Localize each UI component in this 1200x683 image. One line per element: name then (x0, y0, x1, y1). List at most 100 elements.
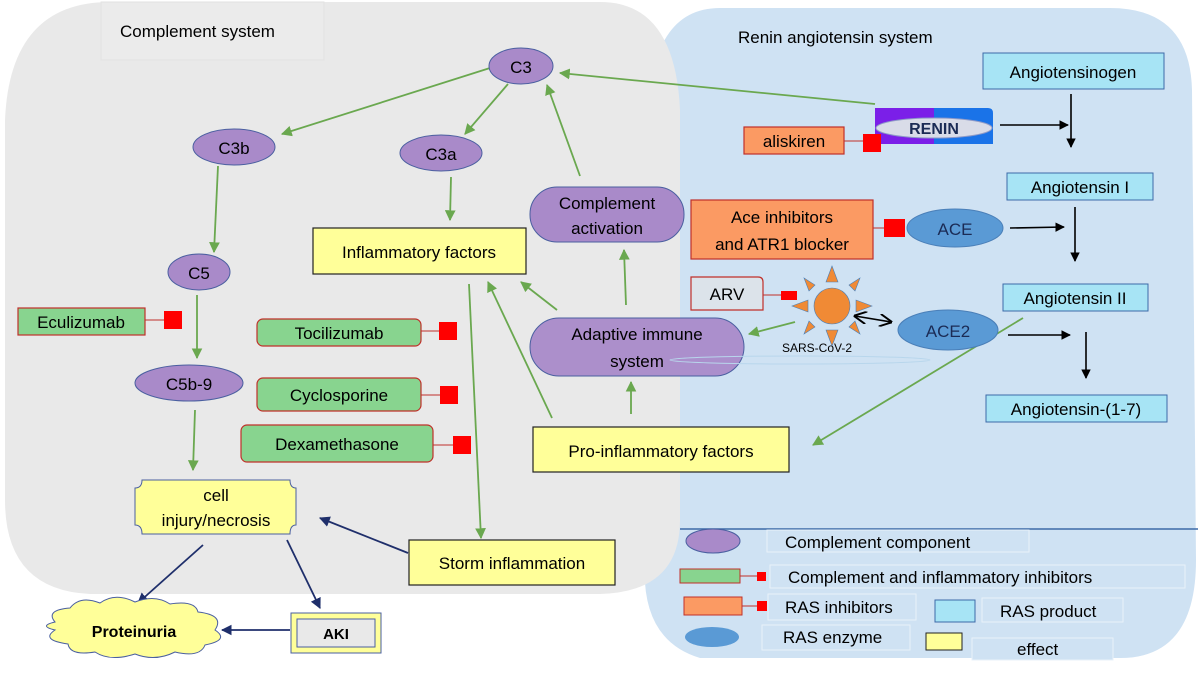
node-c3: C3 (488, 47, 554, 85)
svg-text:injury/necrosis: injury/necrosis (162, 511, 271, 530)
legend-swatch (685, 627, 739, 647)
svg-text:Ace inhibitors: Ace inhibitors (731, 208, 833, 227)
svg-text:C5: C5 (188, 264, 210, 283)
node-complement-activation: Complement activation (529, 186, 685, 243)
block-icon (884, 219, 905, 237)
svg-text:Angiotensin-(1-7): Angiotensin-(1-7) (1011, 400, 1141, 419)
effect-aki: AKI (290, 612, 382, 654)
svg-text:RAS inhibitors: RAS inhibitors (785, 598, 893, 617)
complement-title: Complement system (120, 22, 275, 41)
virus-shadow (669, 355, 931, 365)
arrow-virus-to-adaptive (747, 321, 796, 337)
svg-text:Angiotensinogen: Angiotensinogen (1010, 63, 1137, 82)
ras-angiotensin-i: Angiotensin I (1006, 172, 1154, 201)
arrow-activation-to-c3 (545, 83, 581, 177)
arrow-renin-to-c3 (558, 68, 876, 105)
svg-text:Tocilizumab: Tocilizumab (295, 324, 384, 343)
ras-angiotensin-1-7: Angiotensin-(1-7) (985, 394, 1168, 423)
svg-text:C3a: C3a (425, 145, 457, 164)
svg-text:Eculizumab: Eculizumab (37, 313, 125, 332)
svg-text:Angiotensin I: Angiotensin I (1031, 178, 1129, 197)
effect-pro-inflammatory-factors: Pro-inflammatory factors (532, 426, 790, 473)
arrow-c5b9-to-injury (187, 409, 199, 472)
svg-text:ACE: ACE (938, 220, 973, 239)
inhibitor-dexamethasone: Dexamethasone (240, 424, 471, 463)
legend-swatch (934, 599, 976, 623)
block-icon (439, 322, 457, 340)
node-c5: C5 (167, 253, 231, 291)
legend-item-ras-product: RAS product (934, 597, 1124, 623)
svg-text:C5b-9: C5b-9 (166, 375, 212, 394)
legend-item-complement-component: Complement component (685, 528, 1030, 554)
black-arrows (855, 94, 1091, 379)
svg-text:Angiotensin II: Angiotensin II (1023, 289, 1126, 308)
block-icon (781, 291, 797, 300)
svg-text:Inflammatory factors: Inflammatory factors (342, 243, 496, 262)
arrow-c3b-to-c5 (209, 165, 220, 254)
block-icon (863, 134, 881, 152)
arrow-injury-to-proteinuria (137, 544, 204, 604)
legend-swatch (679, 568, 741, 584)
svg-text:SARS-CoV-2: SARS-CoV-2 (782, 341, 852, 355)
svg-text:activation: activation (571, 219, 643, 238)
green-arrows (187, 67, 1024, 540)
effect-cell-injury-necrosis: cell injury/necrosis (134, 479, 297, 535)
arrow-adaptive-to-activation (618, 248, 630, 306)
inhibitor-eculizumab: Eculizumab (17, 307, 182, 336)
svg-text:RENIN: RENIN (909, 121, 959, 138)
arrow-c3a-to-inflam (444, 176, 456, 222)
svg-text:aliskiren: aliskiren (763, 132, 825, 151)
complement-title-box (100, 1, 325, 61)
virus-icon (791, 265, 873, 347)
node-c3b: C3b (192, 128, 276, 166)
block-icon (453, 436, 471, 454)
svg-text:system: system (610, 352, 664, 371)
svg-text:Storm inflammation: Storm inflammation (439, 554, 585, 573)
block-icon (164, 311, 182, 329)
svg-text:Dexamethasone: Dexamethasone (275, 435, 399, 454)
arrow-c3-to-c3b (280, 67, 491, 137)
legend-swatch (683, 596, 743, 616)
node-c3a: C3a (399, 134, 483, 172)
legend-item-complement-inhibitors: Complement and inflammatory inhibitors (679, 564, 1186, 589)
arrow-injury-to-aki (286, 539, 321, 609)
effect-proteinuria: Proteinuria (46, 596, 222, 658)
legend-item-effect: effect (925, 632, 1114, 661)
arrow-ace-right (1009, 222, 1065, 232)
svg-text:Complement: Complement (559, 194, 656, 213)
svg-text:C3: C3 (510, 58, 532, 77)
svg-text:Complement and inflammatory in: Complement and inflammatory inhibitors (788, 568, 1092, 587)
virus-sars-cov-2: SARS-CoV-2 (782, 265, 873, 355)
block-icon (440, 386, 458, 404)
svg-text:Complement component: Complement component (785, 533, 970, 552)
legend-item-ras-enzyme: RAS enzyme (685, 624, 911, 651)
inhibitor-tocilizumab: Tocilizumab (256, 318, 457, 347)
svg-text:RAS enzyme: RAS enzyme (783, 628, 882, 647)
ras-enzyme-renin: RENIN (875, 108, 993, 144)
legend-swatch (685, 528, 741, 554)
ras-angiotensin-ii: Angiotensin II (1002, 283, 1149, 312)
legend: Complement component Complement and infl… (679, 528, 1186, 661)
arrow-storm-to-injury (318, 516, 409, 554)
arrow-c3-to-c3a (464, 83, 509, 135)
svg-text:Pro-inflammatory factors: Pro-inflammatory factors (568, 442, 753, 461)
arrow-inflam-to-storm (468, 283, 486, 540)
node-adaptive-immune-system: Adaptive immune system (529, 317, 745, 377)
inhibitor-arv: ARV (690, 276, 797, 311)
effect-storm-inflammation: Storm inflammation (408, 539, 616, 586)
inhibitor-ace-inhibitors-atr1: Ace inhibitors and ATR1 blocker (690, 199, 905, 260)
svg-text:and ATR1 blocker: and ATR1 blocker (715, 235, 849, 254)
legend-swatch (925, 632, 963, 651)
complement-panel (5, 2, 680, 594)
svg-text:Proteinuria: Proteinuria (92, 624, 177, 641)
svg-text:ARV: ARV (710, 285, 745, 304)
arrow-virus-ace2 (855, 316, 891, 322)
svg-text:ACE2: ACE2 (926, 322, 970, 341)
ras-enzyme-ace: ACE (906, 208, 1004, 248)
ras-enzyme-ace2: ACE2 (897, 309, 999, 351)
svg-text:C3b: C3b (218, 139, 249, 158)
effect-inflammatory-factors: Inflammatory factors (312, 227, 527, 275)
legend-item-ras-inhibitors: RAS inhibitors (683, 593, 917, 621)
ras-angiotensinogen: Angiotensinogen (982, 52, 1165, 90)
